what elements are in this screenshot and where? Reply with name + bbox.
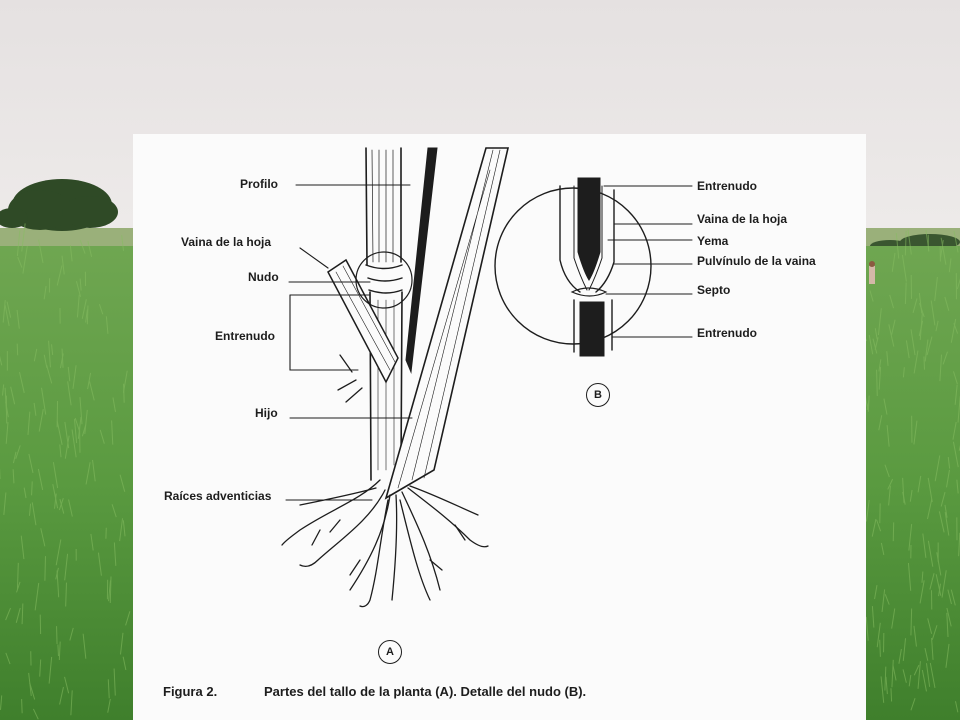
label-entrenudo-b-top: Entrenudo: [697, 179, 757, 193]
marker-a: A: [378, 640, 402, 664]
figure-caption: Figura 2. Partes del tallo de la planta (…: [163, 684, 586, 699]
node-detail-circle: [355, 251, 413, 309]
marker-b: B: [586, 383, 610, 407]
label-nudo: Nudo: [248, 270, 279, 284]
label-septo: Septo: [697, 283, 731, 297]
figure-panel: [133, 134, 866, 720]
person-in-field: [869, 261, 875, 284]
tiller: [384, 147, 510, 500]
label-profilo: Profilo: [240, 177, 278, 191]
label-pulvinulo: Pulvínulo de la vaina: [697, 254, 816, 268]
tree-left: [0, 179, 118, 231]
label-raices-adventicias: Raíces adventicias: [164, 489, 272, 503]
label-entrenudo-a: Entrenudo: [215, 329, 275, 343]
label-vaina-de-la-hoja-a: Vaina de la hoja: [181, 235, 272, 249]
leader-lines-b: [603, 185, 693, 338]
label-vaina-de-la-hoja-b: Vaina de la hoja: [697, 212, 788, 226]
leaf-sheath: [327, 258, 399, 384]
adventitious-roots: [281, 354, 489, 608]
caption-text: Partes del tallo de la planta (A). Detal…: [264, 684, 587, 699]
leader-lines-a: [285, 184, 413, 501]
label-entrenudo-b-bottom: Entrenudo: [697, 326, 757, 340]
main-stem: [365, 147, 403, 481]
profilo-blade: [405, 147, 438, 374]
caption-number: Figura 2.: [163, 684, 218, 699]
node-detail-b: [494, 177, 652, 357]
label-hijo: Hijo: [255, 406, 278, 420]
label-yema: Yema: [697, 234, 729, 248]
